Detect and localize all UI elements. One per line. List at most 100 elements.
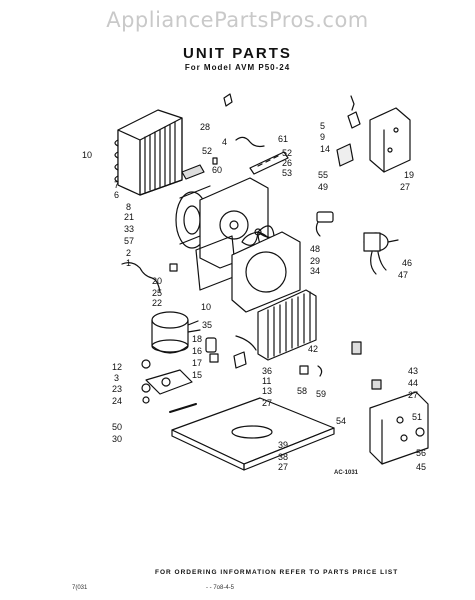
label-29: 29: [310, 256, 320, 266]
label-5: 5: [320, 121, 325, 131]
label-8: 8: [126, 202, 131, 212]
label-28: 28: [200, 122, 210, 132]
label-47: 47: [398, 270, 408, 280]
label-52: 52: [202, 146, 212, 156]
part-5: [350, 95, 355, 111]
label-43: 43: [408, 366, 418, 376]
grommet-12: [141, 359, 151, 369]
label-11: 11: [262, 376, 271, 386]
diagram-title: UNIT PARTS: [183, 45, 292, 62]
label-35: 35: [202, 320, 212, 330]
label-27d: 27: [278, 462, 288, 472]
label-33: 33: [124, 224, 134, 234]
evaporator-coil: [257, 289, 317, 361]
label-24: 24: [112, 396, 122, 406]
label-9: 9: [320, 132, 325, 142]
label-21: 21: [124, 212, 134, 222]
label-50: 50: [112, 422, 122, 432]
label-44: 44: [408, 378, 418, 388]
label-16: 16: [192, 346, 202, 356]
control-bracket: [369, 107, 411, 173]
label-42: 42: [308, 344, 318, 354]
label-17: 17: [192, 358, 202, 368]
label-57: 57: [124, 236, 134, 246]
label-49: 49: [318, 182, 328, 192]
part-20: [169, 263, 178, 272]
condenser-coil: [114, 109, 183, 196]
fan-orifice-panel: [231, 231, 301, 313]
label-13: 13: [262, 386, 272, 396]
capacitor-49: [316, 211, 334, 223]
label-58: 58: [297, 386, 307, 396]
label-26: 26: [282, 158, 292, 168]
part-16: [209, 353, 219, 363]
label-23: 23: [112, 384, 122, 394]
label-48: 48: [310, 244, 320, 254]
label-18: 18: [192, 334, 202, 344]
tube-4: [235, 136, 265, 148]
label-2: 2: [126, 248, 131, 258]
part-9: [347, 111, 361, 129]
label-55: 55: [318, 170, 328, 180]
label-4: 4: [222, 137, 227, 147]
switch-43: [371, 379, 382, 390]
part-36: [235, 335, 257, 351]
capacitor-wire: [315, 221, 321, 237]
compressor: [151, 311, 201, 354]
drawing-code: AC-1031: [334, 470, 359, 476]
base-pan: [171, 397, 335, 471]
label-1: 1: [126, 258, 131, 268]
label-53: 53: [282, 168, 292, 178]
part-number-labels: 28 4 61 52 60 10 7 6 8 21 33 57 2 1 20 2…: [82, 121, 426, 472]
label-19: 19: [404, 170, 414, 180]
bracket-28: [223, 93, 233, 107]
part-14: [336, 143, 354, 167]
control-panel: [369, 391, 429, 465]
label-14: 14: [320, 144, 330, 154]
label-25: 25: [152, 288, 162, 298]
fan-motor: [363, 232, 399, 275]
label-39: 39: [278, 440, 288, 450]
compressor-mount: [145, 369, 193, 395]
part-58: [299, 365, 309, 375]
grommet-23: [141, 383, 151, 393]
label-7: 7: [114, 180, 119, 190]
bottom-right-code: - - 7o8-4-5: [206, 585, 235, 591]
label-15: 15: [192, 370, 202, 380]
label-20: 20: [152, 276, 162, 286]
label-6: 6: [114, 190, 119, 200]
nut-24: [142, 396, 150, 404]
foam-60: [181, 164, 205, 180]
label-51: 51: [412, 412, 422, 422]
part-59: [317, 365, 323, 377]
label-3: 3: [114, 373, 119, 383]
part-18: [205, 337, 217, 353]
label-30: 30: [112, 434, 122, 444]
label-10b: 10: [201, 302, 211, 312]
site-watermark: AppliancePartsPros.com: [106, 8, 369, 32]
label-27c: 27: [408, 390, 418, 400]
label-34: 34: [310, 266, 320, 276]
label-56: 56: [416, 448, 426, 458]
label-27: 27: [400, 182, 410, 192]
label-12: 12: [112, 362, 122, 372]
ordering-info-footer: FOR ORDERING INFORMATION REFER TO PARTS …: [155, 569, 399, 576]
label-46: 46: [402, 258, 412, 268]
label-38: 38: [278, 452, 288, 462]
label-54: 54: [336, 416, 346, 426]
rod-50: [169, 403, 197, 413]
part-42: [351, 341, 362, 355]
label-10: 10: [82, 150, 92, 160]
label-36: 36: [262, 366, 272, 376]
label-59: 59: [316, 389, 326, 399]
wiring-harness: [121, 262, 161, 293]
label-61: 61: [278, 134, 288, 144]
grille-strip-61: [249, 151, 289, 175]
label-27b: 27: [262, 398, 272, 408]
label-22: 22: [152, 298, 162, 308]
label-60: 60: [212, 165, 222, 175]
label-52b: 52: [282, 148, 292, 158]
label-45: 45: [416, 462, 426, 472]
bottom-left-code: 7(031: [72, 585, 88, 591]
